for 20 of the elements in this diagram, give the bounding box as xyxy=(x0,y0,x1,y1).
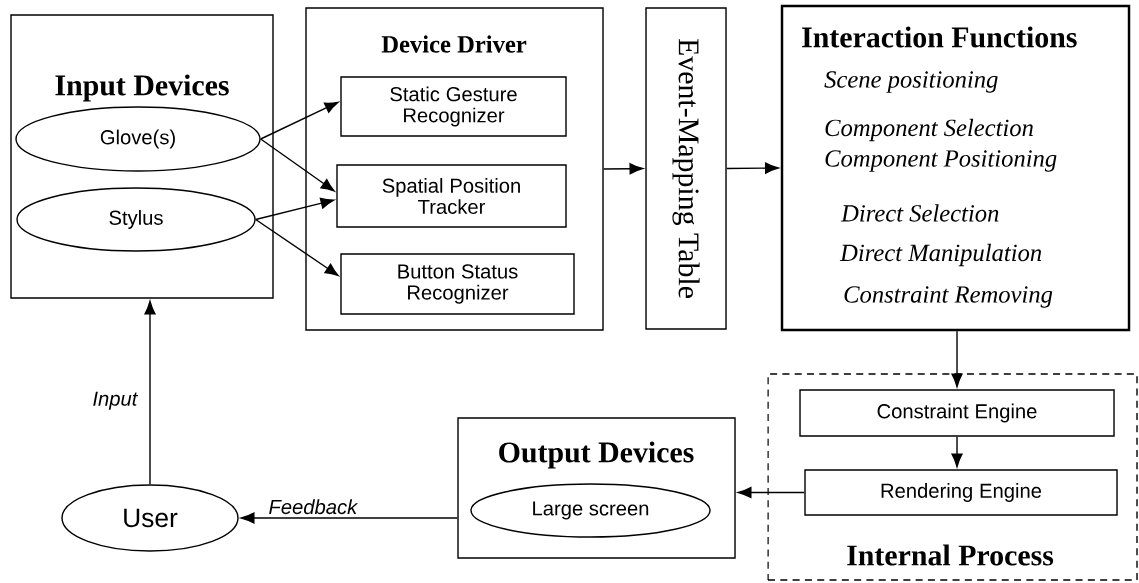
arrow xyxy=(260,101,339,140)
arrow xyxy=(726,162,779,174)
table-box: Event-Mapping Table xyxy=(645,7,727,330)
arrow xyxy=(951,330,963,388)
arrow xyxy=(144,300,156,485)
process-box: Static Gesture Recognizer xyxy=(340,76,567,137)
arrow xyxy=(737,486,805,499)
arrow xyxy=(240,512,458,524)
arrow xyxy=(255,197,335,221)
arrow xyxy=(603,163,644,175)
function-list-box: Interaction Functions Scene positioning Component Selection Component Positioning Direct Selection Direct Manipulation Constraint Removing xyxy=(780,4,1131,332)
edge-label: Input xyxy=(90,390,140,412)
arrow xyxy=(951,436,963,468)
arrow xyxy=(260,138,335,192)
edge-label: Feedback xyxy=(266,497,359,516)
process-box: Button Status Recognizer xyxy=(340,253,575,315)
arrow xyxy=(255,218,339,277)
process-box: Rendering Engine xyxy=(804,469,1118,516)
process-box: Spatial Position Tracker xyxy=(336,164,567,228)
process-box: Constraint Engine xyxy=(799,389,1115,437)
